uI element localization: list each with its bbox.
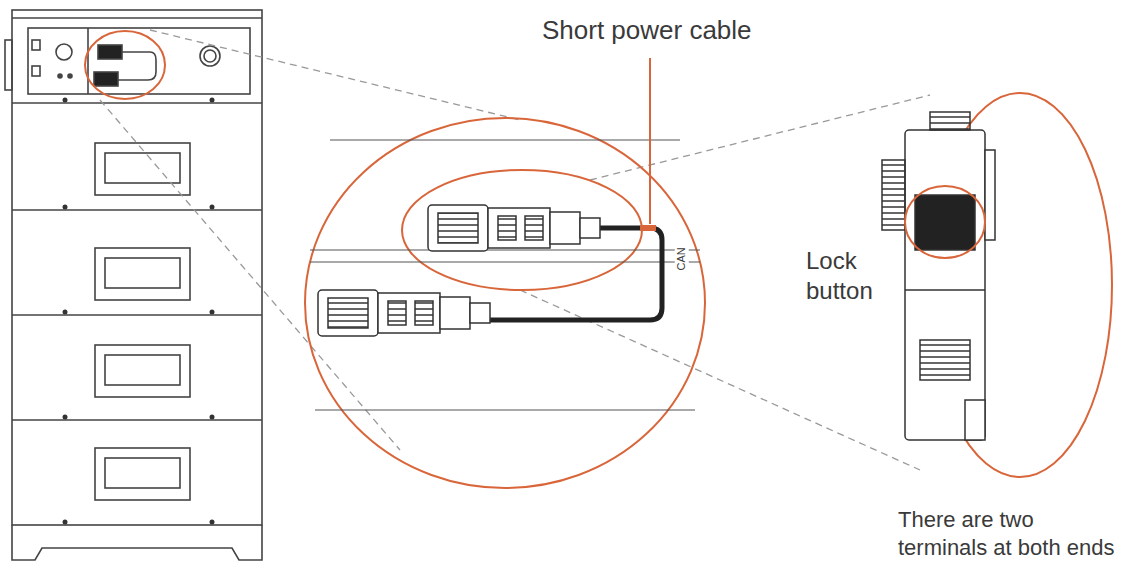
callout-label: Lock button (806, 246, 886, 306)
cable-mark: CAN (675, 247, 689, 270)
screws (63, 98, 215, 525)
callout-label: Short power cable (542, 14, 752, 47)
panel-lines (310, 140, 700, 410)
callout-label: There are two terminals at both ends (898, 506, 1128, 561)
battery-stack (5, 10, 262, 560)
leader-line (649, 58, 651, 224)
zoom-lines (100, 30, 930, 470)
connector-side-view (882, 112, 995, 440)
zoom-circles (85, 31, 1112, 488)
connector-plugs (318, 205, 600, 336)
